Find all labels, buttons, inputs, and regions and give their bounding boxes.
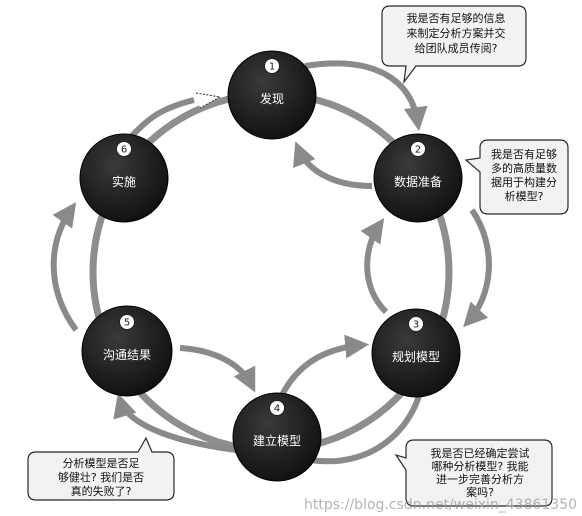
phase-label: 发现 bbox=[260, 91, 284, 106]
phase-node-6: 6 实施 bbox=[79, 133, 169, 223]
phase-circle bbox=[227, 50, 317, 140]
phase-number-badge bbox=[408, 316, 424, 332]
phase-number: 1 bbox=[269, 62, 275, 73]
speech-bubble bbox=[464, 139, 569, 215]
callout-line: 分析模型是否足 bbox=[63, 456, 140, 470]
speech-bubble bbox=[27, 436, 175, 501]
callout-line: 够健壮? 我们是否 bbox=[58, 470, 144, 484]
callout-line: 来制定分析方案并交 bbox=[407, 26, 506, 40]
phase-node-5: 5 沟通结果 bbox=[81, 305, 173, 397]
phase-number-badge bbox=[264, 58, 280, 74]
phase-number: 5 bbox=[124, 318, 130, 329]
callout-line: 给团队成员传阅? bbox=[415, 41, 498, 55]
phase-node-3: 3 规划模型 bbox=[371, 308, 461, 398]
phase-nodes: 1 发现 2 数据准备 3 规划模型 4 建立模型 5 沟通结果 6 实施 bbox=[79, 50, 463, 482]
speech-bubble bbox=[394, 439, 553, 507]
phase-number-badge bbox=[119, 314, 135, 330]
callout-line: 我是否已经确定尝试 bbox=[431, 446, 530, 460]
phase-number: 6 bbox=[121, 145, 127, 156]
phase-number-badge bbox=[410, 141, 426, 157]
watermark-text: https://blog.csdn.net/weixin_43861350 bbox=[304, 497, 577, 513]
callout-line: 多的高质量数 bbox=[491, 161, 557, 175]
phase-node-2: 2 数据准备 bbox=[373, 133, 463, 223]
phase-number: 2 bbox=[415, 145, 421, 156]
callout-line: 哪种分析模型? 我能 bbox=[431, 459, 528, 473]
phase-label: 规划模型 bbox=[392, 349, 440, 364]
phase-label: 实施 bbox=[112, 174, 136, 189]
phase-number: 3 bbox=[413, 320, 419, 331]
arrow-5-to-6 bbox=[50, 202, 79, 332]
callout-line: 据用于构建分 bbox=[491, 175, 557, 189]
phase-circle bbox=[81, 305, 173, 397]
phase-label: 建立模型 bbox=[253, 433, 301, 448]
callout-line: 我是否有足够 bbox=[491, 147, 557, 161]
callout-line: 真的失败了? bbox=[71, 484, 132, 498]
arrow-6-to-1-head bbox=[195, 92, 222, 109]
arrow-2-back-to-1 bbox=[293, 141, 373, 189]
phase-label: 沟通结果 bbox=[103, 348, 151, 362]
callout-line: 进一步完善分析方 bbox=[436, 472, 524, 486]
phase-number: 4 bbox=[274, 404, 280, 415]
phase-number-badge bbox=[269, 400, 285, 416]
phase-node-1: 1 发现 bbox=[227, 50, 317, 140]
callout-line: 案吗? bbox=[466, 485, 494, 499]
arrow-3-back-to-2 bbox=[360, 218, 389, 315]
arrow-4-back-to-5 bbox=[113, 393, 237, 453]
callout-line: 我是否有足够的信息 bbox=[407, 11, 506, 25]
phase-node-4: 4 建立模型 bbox=[232, 392, 322, 482]
arrow-4-to-5 bbox=[179, 345, 256, 393]
phase-number-badge bbox=[116, 141, 132, 157]
phase-circle bbox=[79, 133, 169, 223]
phase-label: 数据准备 bbox=[394, 174, 442, 189]
arrow-1-to-2 bbox=[304, 60, 428, 132]
arrow-2-to-3 bbox=[463, 208, 492, 328]
arrow-3-to-4 bbox=[279, 334, 370, 397]
phase-circle bbox=[232, 392, 322, 482]
phase-circle bbox=[371, 308, 461, 398]
arrow-6-to-1 bbox=[127, 97, 195, 141]
phase-circle bbox=[373, 133, 463, 223]
speech-bubble bbox=[381, 5, 527, 85]
callout-line: 析模型? bbox=[505, 189, 544, 203]
